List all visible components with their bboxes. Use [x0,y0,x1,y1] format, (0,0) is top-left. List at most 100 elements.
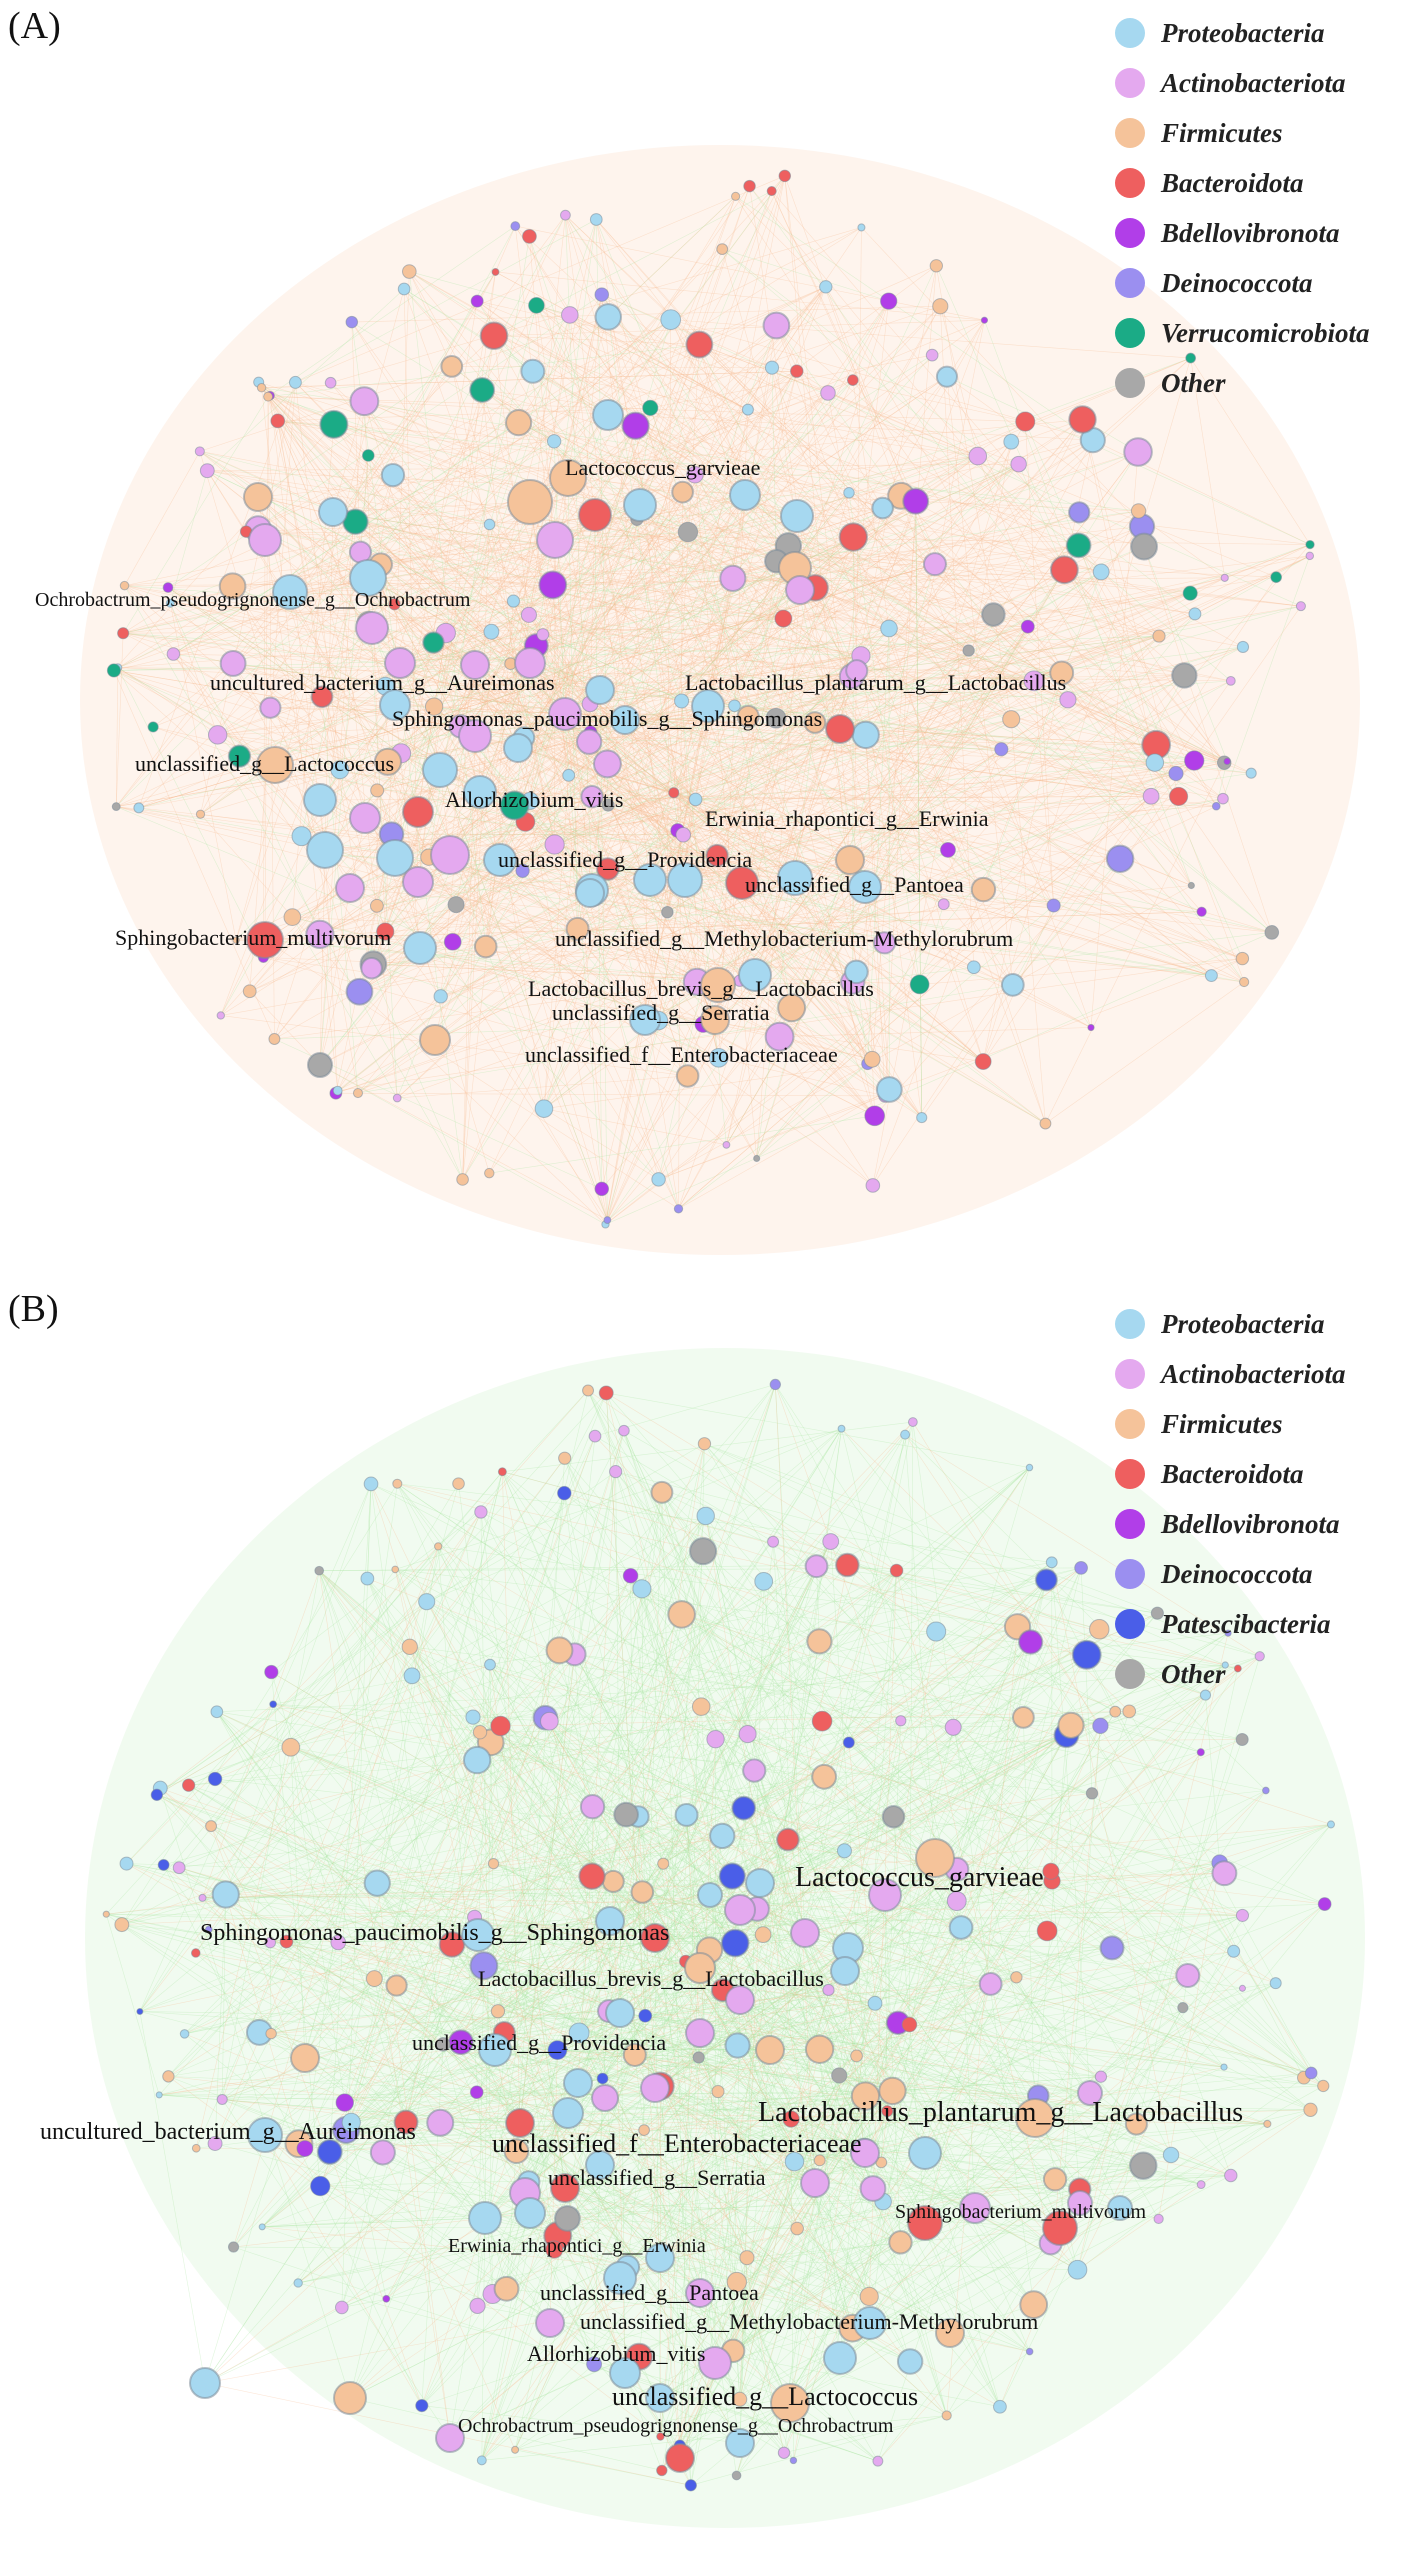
network-node [1099,1935,1125,1961]
edge [321,531,689,698]
edge [626,1654,1087,1815]
edge [686,1814,701,2034]
edge [564,185,750,715]
edge [399,515,798,664]
edge [400,301,478,754]
node-label: unclassified_g__Lactococcus [135,751,394,776]
legend-label: Deinococcota [1161,267,1313,298]
edge [564,1458,976,2209]
node-label: Sphingobacterium_multivorum [115,925,391,950]
node-label: Sphingobacterium_multivorum [895,2201,1147,2223]
edge [592,1806,1017,1978]
network-node [1224,1629,1232,1637]
edge [239,755,453,943]
edge [717,877,796,986]
edge [578,1734,1067,2034]
edge [816,1565,1158,1614]
edge [736,2055,857,2476]
edge [529,1989,829,2214]
edge [113,424,335,671]
network-node [246,921,284,959]
edge [661,1492,758,1910]
node-label: Ochrobactrum_pseudogrignonense_g__Ochrob… [35,589,471,611]
network-node [589,213,603,226]
edge [394,491,683,706]
edge [349,2055,857,2399]
edge [332,511,1152,797]
edge [744,392,829,496]
edge [445,632,857,671]
edge [428,306,941,858]
network-node [605,1998,635,2028]
edge [434,591,808,707]
network-node [469,2297,486,2314]
edge [261,1564,848,2228]
edge [613,1742,849,1882]
edge [960,1717,1024,1928]
edge [924,1567,1082,2224]
edge [116,737,525,807]
network-node [777,860,813,896]
edge [608,1443,705,2012]
network-node [1039,1117,1052,1130]
edge [605,773,1177,1225]
edge [270,1920,611,1943]
edge [497,1734,1067,2012]
network-node [310,685,334,709]
network-node [732,2391,748,2407]
network-node [534,1099,554,1118]
edge [368,305,537,624]
edge [337,1039,436,1091]
edge [627,2178,1056,2268]
network-node [1196,2180,1206,2189]
edge [451,366,555,845]
edge [495,225,516,273]
edge [516,2151,692,2486]
edge [552,584,578,929]
edge [1051,1694,1206,1882]
edge [515,2397,788,2451]
edge [421,2405,741,2444]
edge [848,1739,1243,1743]
edge [292,474,696,918]
edge [856,635,1160,973]
edge [838,1570,897,2076]
edge [747,495,902,717]
edge [636,519,1014,986]
edge [557,1930,1048,2051]
network-node [638,2008,653,2023]
node-label: uncultured_bacterium_g__Aureimonas [210,670,555,695]
edge [204,2298,387,2384]
edge [577,905,1054,930]
edge [815,545,1079,589]
network-node [591,2084,619,2112]
edge [443,2044,1268,2125]
edge [543,1063,868,1109]
edge [1067,699,1157,746]
edge [184,1894,886,2035]
edge [411,1675,646,2016]
legend-item: Bacteroidota [1115,158,1370,208]
edge [156,1646,410,1796]
node-label: unclassified_g__Methylobacterium-Methylo… [580,2309,1038,2334]
edge [264,2134,661,2437]
network-node [207,1771,223,1787]
edge [852,379,1152,797]
edge [499,804,609,861]
edge [272,1704,558,2051]
network-node [878,2076,907,2106]
edge [477,1934,699,2058]
edge [126,1863,876,2004]
edge [474,1916,1036,2119]
edge [591,796,1212,976]
node-label: Lactococcus_garvieae [565,455,760,480]
network-node [514,2197,546,2229]
edge [736,2281,788,2399]
edge [524,737,1002,750]
edge [679,2075,840,2459]
edge [574,1654,1266,1791]
network-node [819,280,833,294]
edge [301,455,978,837]
network-node [1317,1897,1332,1911]
